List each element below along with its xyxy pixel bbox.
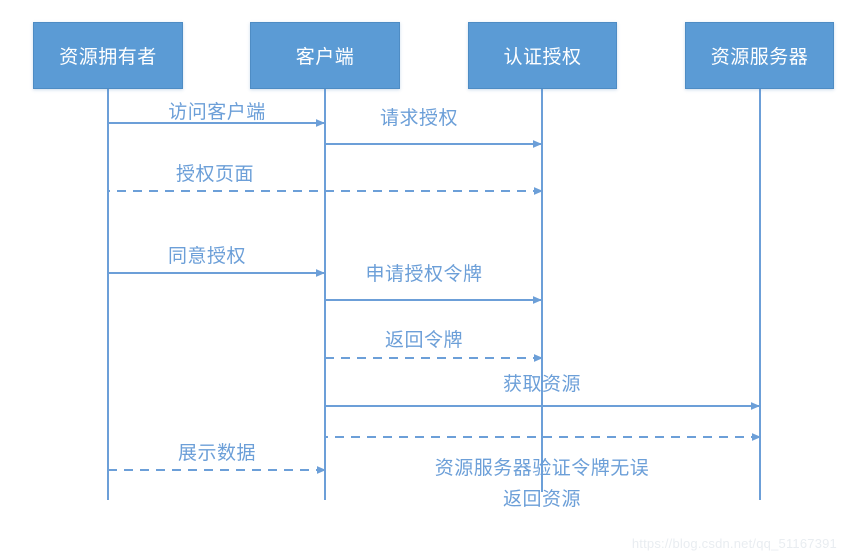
actor-box-auth[interactable]: 认证授权 <box>468 22 617 89</box>
actor-box-owner[interactable]: 资源拥有者 <box>33 22 183 89</box>
actor-box-client[interactable]: 客户端 <box>250 22 400 89</box>
note-n1: 资源服务器验证令牌无误返回资源 <box>435 453 650 515</box>
actor-label: 资源拥有者 <box>59 46 157 68</box>
message-label-m7: 获取资源 <box>502 373 582 395</box>
message-label-m6: 返回令牌 <box>384 329 464 351</box>
message-label-m9: 展示数据 <box>177 442 257 464</box>
watermark: https://blog.csdn.net/qq_51167391 <box>631 536 837 551</box>
actor-label: 资源服务器 <box>710 46 809 68</box>
actor-box-res[interactable]: 资源服务器 <box>685 22 834 89</box>
message-arrows-group <box>108 119 761 474</box>
note-line: 返回资源 <box>502 488 582 510</box>
message-label-m5: 申请授权令牌 <box>365 263 483 285</box>
message-label-m4: 同意授权 <box>167 245 247 267</box>
actor-label: 客户端 <box>295 46 355 68</box>
note-line: 资源服务器验证令牌无误 <box>434 457 650 479</box>
message-label-m3: 授权页面 <box>175 163 255 185</box>
lifelines-group <box>107 89 761 500</box>
actor-label: 认证授权 <box>503 46 582 68</box>
message-label-m2: 请求授权 <box>379 107 459 129</box>
message-label-m1: 访问客户端 <box>168 101 266 123</box>
